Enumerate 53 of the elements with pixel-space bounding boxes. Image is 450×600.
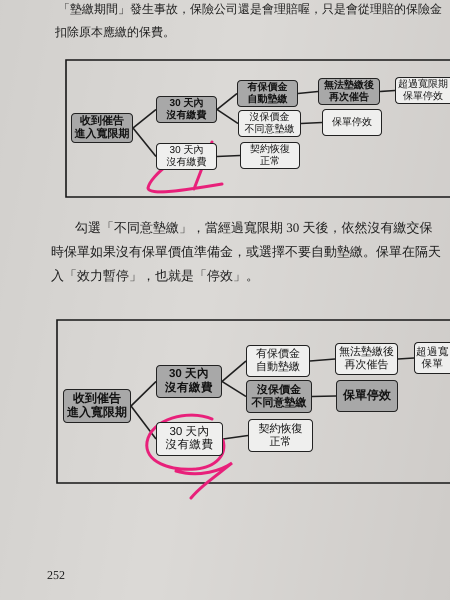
box-label: 契約恢復正常 [249,144,291,167]
process-box [322,109,382,136]
process-box [156,365,222,398]
body-text: 扣除原本應繳的保費。 [55,25,175,40]
connector-line [130,380,157,407]
process-box [246,380,312,413]
page-number: 252 [47,568,65,582]
connector-line [310,358,336,362]
body-text: 「墊繳期間」發生事故，保險公司還是會理賠喔，只是會從理賠的保險金 [58,2,442,16]
box-label: 30 天內沒有繳費 [166,98,208,121]
box-label: 無法墊繳後再次催告 [323,80,375,103]
box-label: 有保價金自動墊繳 [246,82,288,105]
connector-line [380,90,396,92]
connector-line [216,108,238,124]
box-label: 沒保價金不同意墊繳 [250,384,308,410]
process-box [240,142,300,169]
process-box [248,419,313,452]
box-label: 沒保價金不同意墊繳 [244,112,296,135]
box-label: 超過寬限期保單停效 [397,79,449,102]
box-label: 契約恢復正常 [258,422,304,448]
connector-line [300,122,322,124]
connector-line [221,360,247,382]
box-label: 30 天內沒有繳費 [164,368,214,395]
process-box [156,422,223,456]
connector-line [222,434,248,440]
connector-line [298,90,318,94]
box-label: 30 天內沒有繳費 [166,145,208,168]
process-box [246,345,310,377]
box-label: 保單停效 [343,389,391,403]
box-label: 收到催告進入寬限期 [74,115,130,141]
process-box [237,80,298,107]
body-text: 入「效力暫停」，也就是「停效」。 [51,268,259,284]
box-label: 無法墊繳後再次催告 [338,346,395,372]
box-label: 超過寬保單 [415,346,450,370]
body-text: 勾選「不同意墊繳」，當經過寬限期 30 天後，依然沒有繳交保 [75,220,432,236]
connector-line [132,108,156,129]
box-label: 保單停效 [332,116,372,128]
connector-line [216,92,238,110]
box-label: 收到催告進入寬限期 [66,392,128,420]
connector-line [132,128,157,157]
process-box [156,96,217,123]
box-label: 有保價金自動墊繳 [255,348,301,374]
process-box [156,143,217,170]
body-text: 時保單如果沒有保單價值準備金，或選擇不要自動墊繳。保單在隔天 [51,244,441,260]
process-box [318,78,380,105]
connector-line [130,406,157,440]
process-box [336,380,398,412]
box-label: 30 天內沒有繳費 [164,426,214,452]
process-box [238,110,301,137]
connector-line [312,395,336,398]
connector-line [216,154,240,158]
connector-line [398,357,414,360]
connector-line [222,380,246,398]
